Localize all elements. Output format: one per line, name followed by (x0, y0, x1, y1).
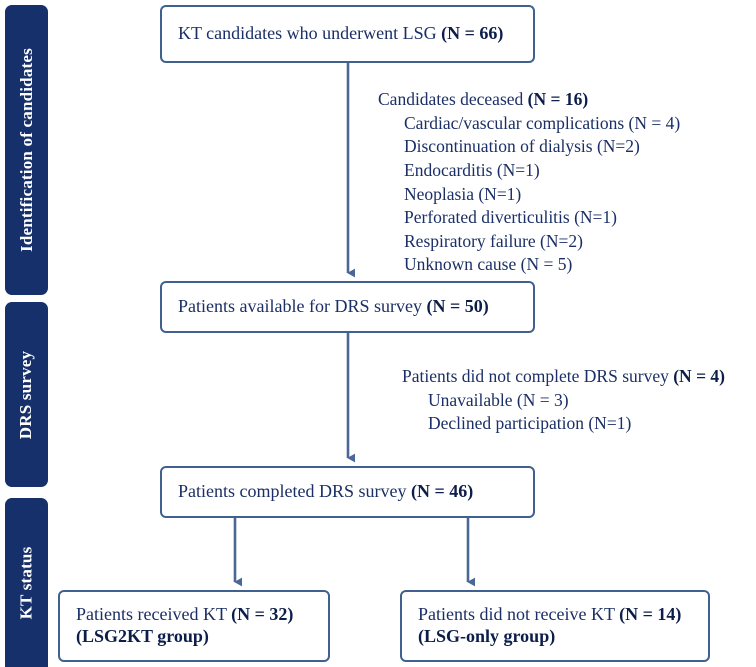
stage-band-label: KT status (16, 546, 36, 619)
note-item: Discontinuation of dialysis (N=2) (404, 136, 640, 157)
stage-band-identification-of-candidates: Identification of candidates (5, 5, 48, 295)
note-candidates-deceased: Candidates deceased (N = 16) Cardiac/vas… (378, 88, 680, 277)
node-line: Patients available for DRS survey (N = 5… (178, 296, 517, 318)
stage-band-label: DRS survey (16, 350, 36, 439)
node-text: Patients available for DRS survey (178, 296, 427, 317)
note-patients-did-not-complete-drs-survey: Patients did not complete DRS survey (N … (402, 365, 725, 436)
node-patients-did-not-receive-kt: Patients did not receive KT (N = 14) (LS… (400, 590, 710, 662)
node-line: Patients did not receive KT (N = 14) (418, 604, 692, 626)
note-item: Cardiac/vascular complications (N = 4) (404, 112, 681, 133)
node-patients-received-kt: Patients received KT (N = 32) (LSG2KT gr… (58, 590, 330, 662)
note-item: Endocarditis (N=1) (404, 159, 540, 180)
note-heading: Patients did not complete DRS survey (N … (402, 365, 725, 389)
note-item: Unknown cause (N = 5) (404, 254, 573, 275)
node-group-label: (LSG-only group) (418, 626, 556, 646)
node-text: Patients completed DRS survey (178, 481, 411, 502)
node-group-label: (LSG2KT group) (76, 626, 209, 646)
node-line: Patients received KT (N = 32) (76, 604, 312, 626)
node-count: (N = 66) (441, 23, 504, 44)
note-item: Unavailable (N = 3) (428, 389, 569, 410)
stage-band-label: Identification of candidates (16, 48, 36, 252)
node-text: Patients received KT (76, 604, 232, 625)
node-patients-completed-drs-survey: Patients completed DRS survey (N = 46) (160, 466, 535, 518)
note-heading: Candidates deceased (N = 16) (378, 88, 680, 112)
node-line: (LSG-only group) (418, 626, 692, 648)
note-heading-count: (N = 4) (673, 366, 725, 386)
node-count: (N = 46) (410, 481, 474, 502)
node-text: KT candidates who underwent LSG (178, 23, 442, 44)
stage-band-drs-survey: DRS survey (5, 302, 48, 487)
note-item: Neoplasia (N=1) (404, 183, 522, 204)
note-item: Declined participation (N=1) (428, 413, 632, 434)
node-line: (LSG2KT group) (76, 626, 312, 648)
note-heading-text: Patients did not complete DRS survey (402, 366, 674, 386)
note-heading-count: (N = 16) (527, 89, 589, 109)
node-patients-available-for-drs-survey: Patients available for DRS survey (N = 5… (160, 281, 535, 333)
note-item: Perforated diverticulitis (N=1) (404, 207, 617, 228)
node-line: KT candidates who underwent LSG (N = 66) (178, 23, 517, 45)
node-count: (N = 32) (231, 604, 294, 625)
node-line: Patients completed DRS survey (N = 46) (178, 481, 517, 503)
note-item: Respiratory failure (N=2) (404, 230, 583, 251)
node-text: Patients did not receive KT (418, 604, 620, 625)
node-kt-candidates-underwent-lsg: KT candidates who underwent LSG (N = 66) (160, 5, 535, 63)
note-heading-text: Candidates deceased (378, 89, 528, 109)
node-count: (N = 50) (426, 296, 489, 317)
node-count: (N = 14) (619, 604, 682, 625)
stage-band-kt-status: KT status (5, 498, 48, 667)
